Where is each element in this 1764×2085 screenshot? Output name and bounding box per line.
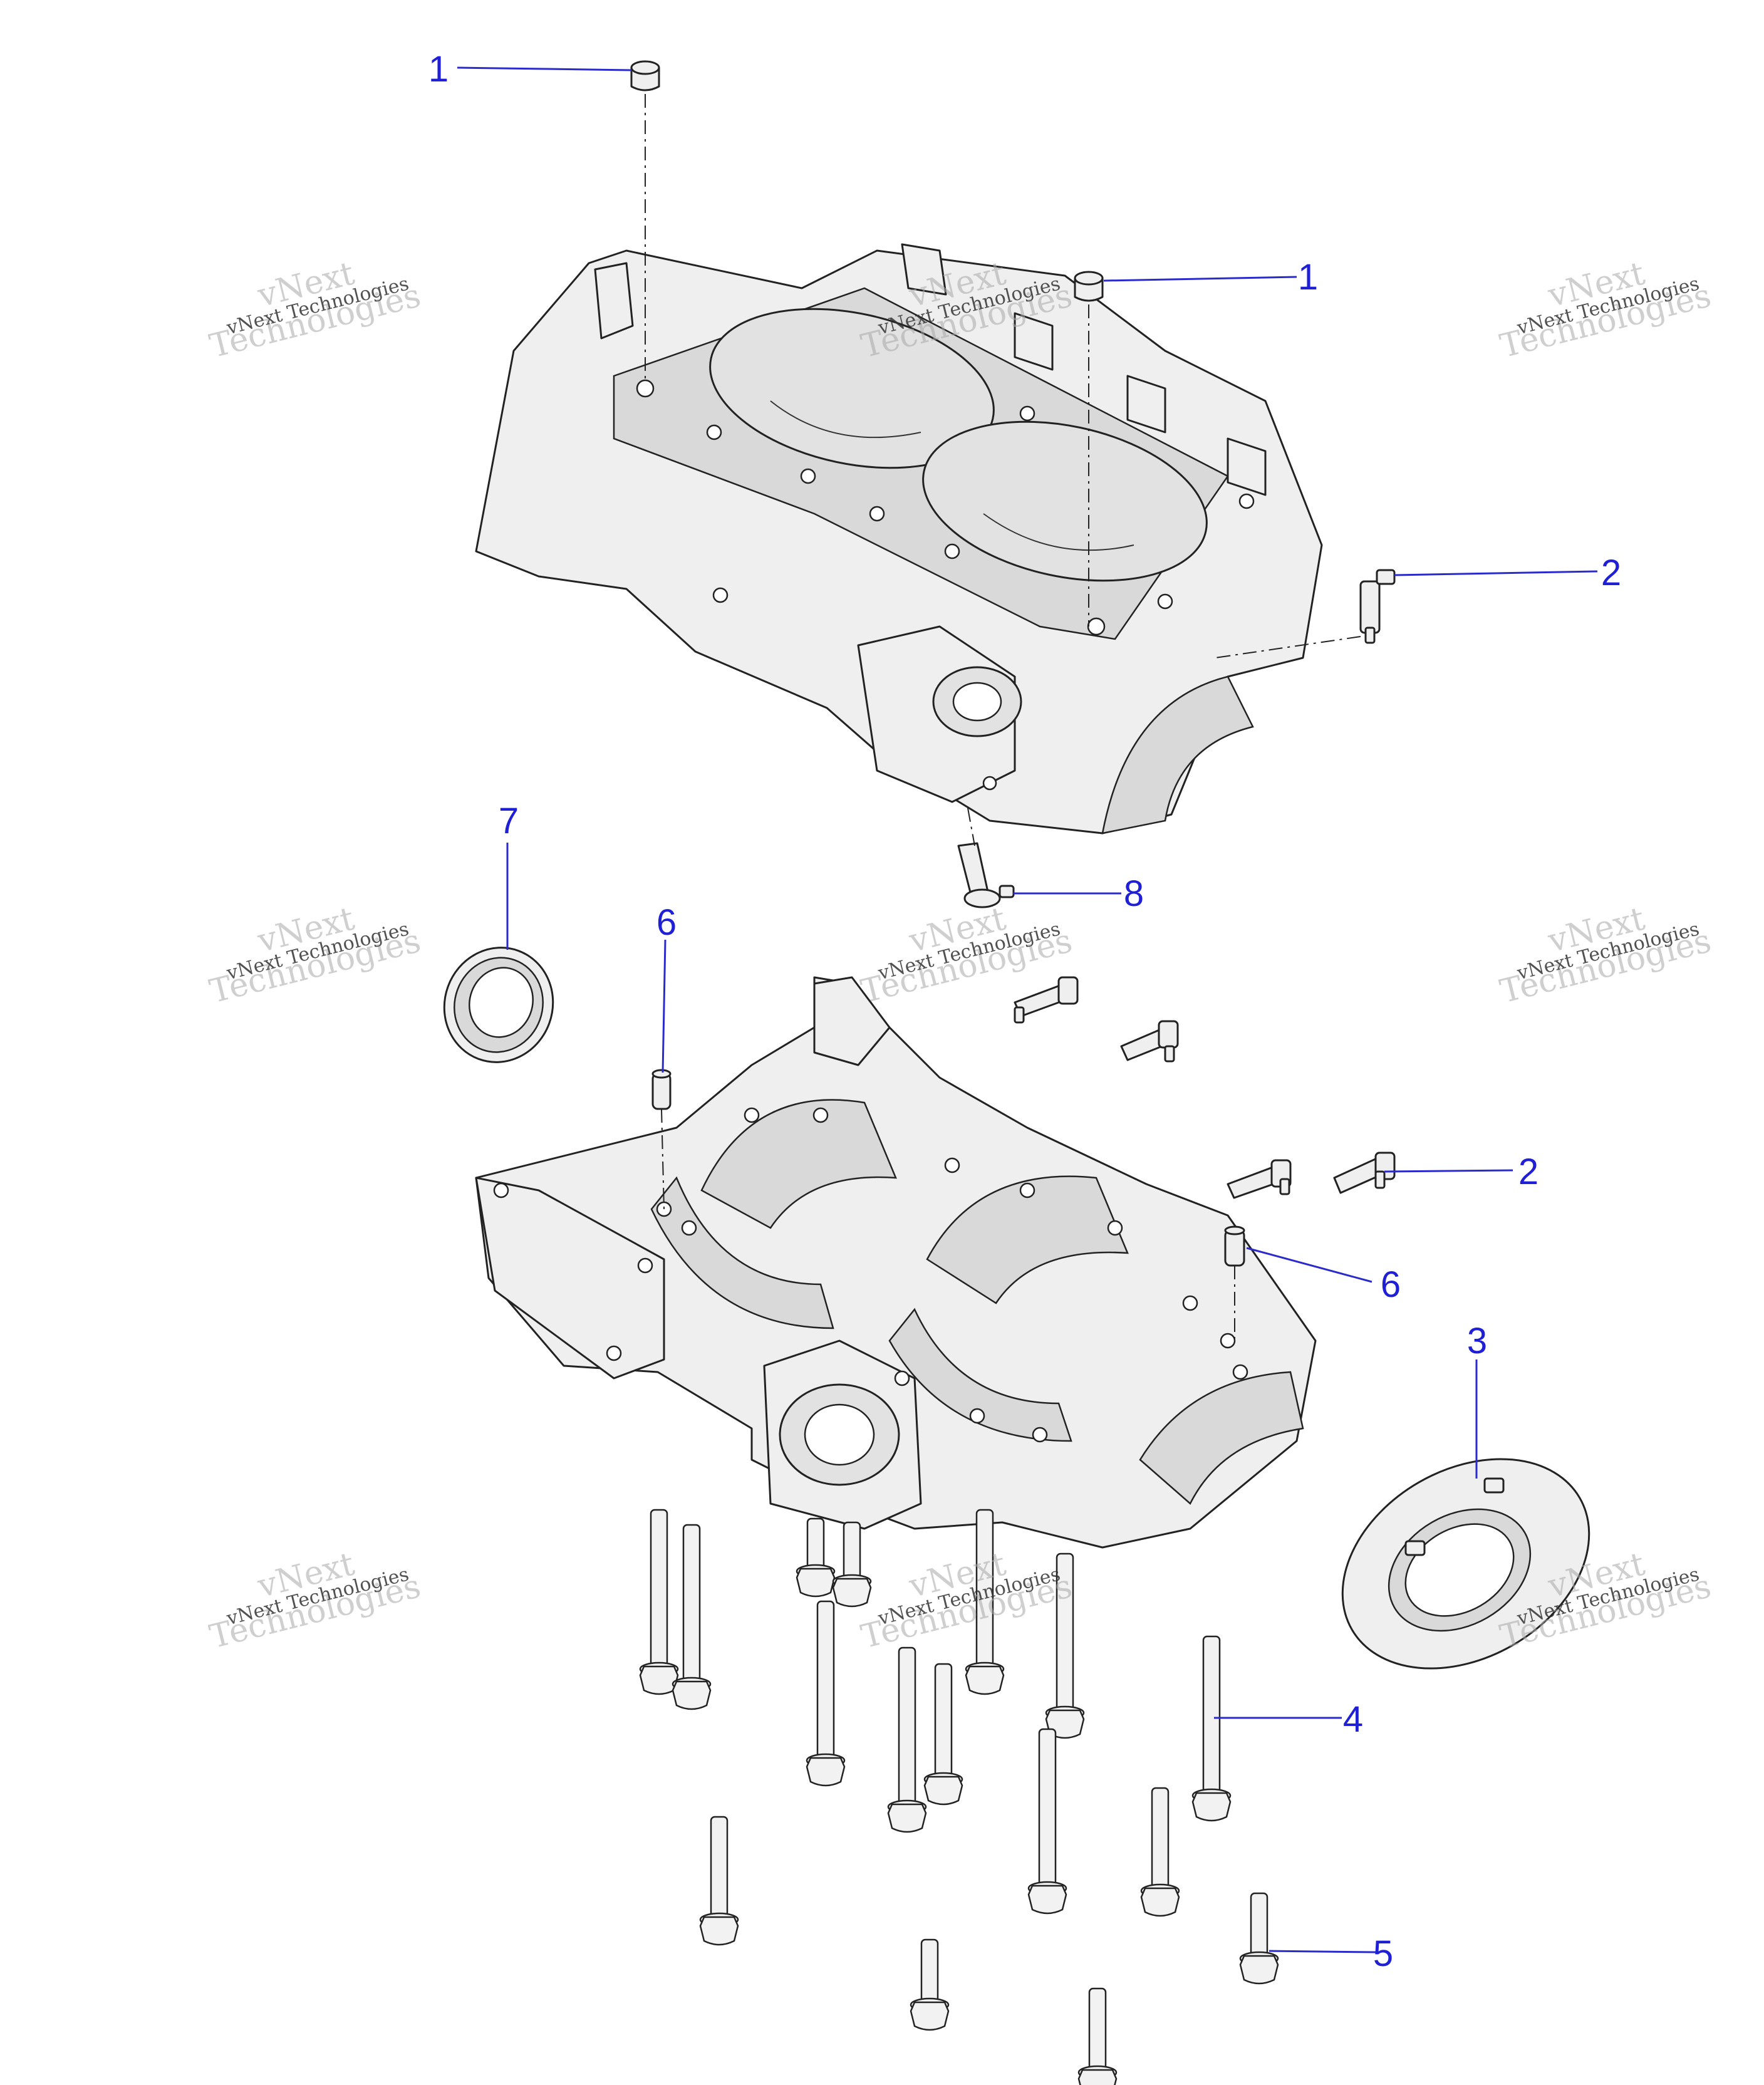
- callout-4: 4: [1343, 1699, 1363, 1740]
- bolt: [910, 1938, 950, 2031]
- bolt: [1027, 1728, 1067, 1915]
- bolt: [1045, 1552, 1085, 1739]
- bolt: [832, 1521, 872, 1608]
- bolt: [806, 1600, 846, 1787]
- callout-2-upper: 2: [1601, 553, 1621, 593]
- callout-7: 7: [499, 801, 519, 841]
- callout-2-lower: 2: [1518, 1152, 1538, 1192]
- fitting-upper-right: [1359, 569, 1396, 644]
- watermark-bottom-center: vNext Technologies vNext Technologies: [858, 1545, 1076, 1656]
- center-lines: [645, 94, 1361, 1341]
- bolt: [887, 1646, 927, 1833]
- bolt: [672, 1524, 712, 1710]
- callout-3: 3: [1467, 1321, 1487, 1361]
- watermark-bottom-left: vNext Technologies vNext Technologies: [206, 1545, 424, 1656]
- callout-5: 5: [1373, 1933, 1393, 1974]
- oil-seal-left: [443, 947, 554, 1063]
- crankcase-bolts: [639, 1509, 1279, 2085]
- dowel-pin-right: [1224, 1225, 1245, 1267]
- bolt: [639, 1509, 679, 1695]
- bolt: [699, 1816, 739, 1946]
- bolt: [923, 1663, 963, 1806]
- bolt: [1140, 1787, 1180, 1917]
- bolt: [796, 1517, 836, 1598]
- lower-crankcase: [475, 976, 1317, 1549]
- plug-cap-right: [1074, 271, 1104, 302]
- fitting-mid-2: [1120, 1020, 1179, 1063]
- bolt: [1239, 1892, 1279, 1985]
- upper-crankcase: [475, 243, 1323, 835]
- bolt: [1191, 1635, 1232, 1822]
- seal-plate-right: [1341, 1458, 1590, 1670]
- fitting-mid-3: [1227, 1159, 1292, 1199]
- callout-1-top: 1: [428, 49, 449, 90]
- bolt: [965, 1509, 1005, 1695]
- fitting-mid-1: [1014, 976, 1079, 1024]
- watermark-mid-left: vNext Technologies vNext Technologies: [206, 900, 424, 1011]
- callout-6-left: 6: [656, 902, 677, 943]
- fitting-lower-center: [957, 842, 1015, 908]
- bolt: [1077, 1987, 1118, 2085]
- watermark-top-left: vNext Technologies vNext Technologies: [206, 254, 424, 365]
- callout-labels: 1 1 2 7 6 8 2 6 3 4 5: [428, 49, 1621, 1974]
- fitting-mid-4: [1333, 1152, 1396, 1194]
- callout-1-right: 1: [1298, 257, 1318, 298]
- callout-leaders: [457, 66, 1598, 1953]
- watermark-mid-right: vNext Technologies vNext Technologies: [1497, 900, 1715, 1011]
- dowel-pin-left: [651, 1069, 672, 1110]
- watermark-top-right: vNext Technologies vNext Technologies: [1497, 254, 1715, 365]
- plug-cap-top: [630, 60, 660, 91]
- callout-6-right: 6: [1381, 1264, 1401, 1305]
- callout-8: 8: [1124, 873, 1144, 914]
